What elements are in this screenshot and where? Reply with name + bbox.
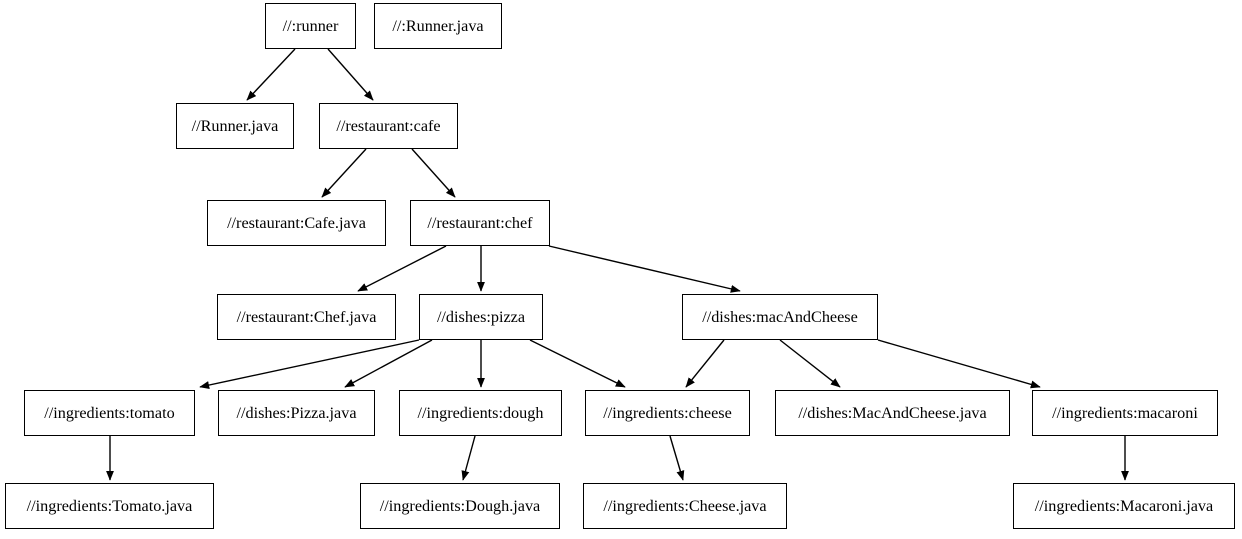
graph-node-runner[interactable]: //:runner [265, 3, 356, 49]
graph-node-label: //ingredients:Cheese.java [603, 496, 767, 515]
graph-edge-restaurant_cafe-to-restaurant_chef [411, 148, 456, 198]
graph-node-ing_dough_java[interactable]: //ingredients:Dough.java [360, 483, 560, 529]
graph-node-ing_cheese[interactable]: //ingredients:cheese [585, 390, 750, 436]
graph-node-label: //ingredients:tomato [44, 403, 175, 422]
graph-node-label: //dishes:macAndCheese [702, 307, 858, 326]
graph-node-label: //:Runner.java [392, 16, 484, 35]
graph-edge-dishes_pizza-to-dishes_pizza_java [344, 339, 433, 388]
graph-node-ing_dough[interactable]: //ingredients:dough [399, 390, 562, 436]
graph-node-label: //Runner.java [191, 116, 279, 135]
graph-edge-ing_dough-to-ing_dough_java [461, 435, 476, 481]
graph-node-label: //restaurant:Chef.java [236, 307, 377, 326]
graph-node-label: //ingredients:Tomato.java [26, 496, 193, 515]
graph-edge-restaurant_chef-to-dishes_macandcheese [548, 245, 741, 293]
graph-node-ing_tomato[interactable]: //ingredients:tomato [24, 390, 195, 436]
graph-node-dishes_macandcheese_java[interactable]: //dishes:MacAndCheese.java [775, 390, 1010, 436]
graph-edge-runner-to-runner_java [246, 48, 296, 101]
graph-node-label: //dishes:pizza [436, 307, 526, 326]
graph-node-label: //restaurant:Cafe.java [227, 213, 366, 232]
graph-node-restaurant_cafe[interactable]: //restaurant:cafe [319, 103, 458, 149]
graph-node-ing_macaroni_java[interactable]: //ingredients:Macaroni.java [1013, 483, 1235, 529]
graph-edge-dishes_pizza-to-ing_tomato [199, 339, 420, 389]
graph-node-ing_macaroni[interactable]: //ingredients:macaroni [1032, 390, 1218, 436]
graph-edge-dishes_macandcheese-to-ing_cheese [685, 339, 725, 388]
graph-edge-restaurant_cafe-to-restaurant_cafe_java [321, 148, 367, 198]
graph-node-dishes_pizza_java[interactable]: //dishes:Pizza.java [218, 390, 375, 436]
graph-node-restaurant_cafe_java[interactable]: //restaurant:Cafe.java [207, 200, 386, 246]
graph-node-label: //ingredients:cheese [603, 403, 732, 422]
graph-node-label: //ingredients:Macaroni.java [1034, 496, 1214, 515]
graph-node-label: //restaurant:chef [427, 213, 533, 232]
graph-edge-dishes_macandcheese-to-ing_macaroni [877, 339, 1041, 389]
graph-edge-restaurant_chef-to-restaurant_chef_java [357, 245, 447, 292]
graph-node-dishes_pizza[interactable]: //dishes:pizza [419, 294, 543, 340]
graph-node-root_runner_java[interactable]: //:Runner.java [374, 3, 502, 49]
graph-node-runner_java[interactable]: //Runner.java [176, 103, 294, 149]
graph-edge-runner-to-restaurant_cafe [327, 48, 374, 101]
graph-edge-dishes_macandcheese-to-dishes_macandcheese_java [779, 339, 841, 388]
graph-node-label: //:runner [282, 16, 339, 35]
graph-edge-ing_cheese-to-ing_cheese_java [669, 435, 685, 481]
graph-node-ing_cheese_java[interactable]: //ingredients:Cheese.java [583, 483, 787, 529]
graph-edge-dishes_pizza-to-ing_cheese [529, 339, 626, 388]
graph-node-restaurant_chef_java[interactable]: //restaurant:Chef.java [217, 294, 396, 340]
graph-node-ing_tomato_java[interactable]: //ingredients:Tomato.java [5, 483, 214, 529]
graph-node-restaurant_chef[interactable]: //restaurant:chef [410, 200, 550, 246]
graph-node-label: //ingredients:macaroni [1052, 403, 1198, 422]
graph-node-label: //dishes:MacAndCheese.java [798, 403, 987, 422]
graph-node-label: //dishes:Pizza.java [236, 403, 357, 422]
graph-node-label: //ingredients:Dough.java [379, 496, 541, 515]
graph-node-label: //ingredients:dough [417, 403, 544, 422]
graph-node-label: //restaurant:cafe [336, 116, 441, 135]
graph-node-dishes_macandcheese[interactable]: //dishes:macAndCheese [682, 294, 878, 340]
